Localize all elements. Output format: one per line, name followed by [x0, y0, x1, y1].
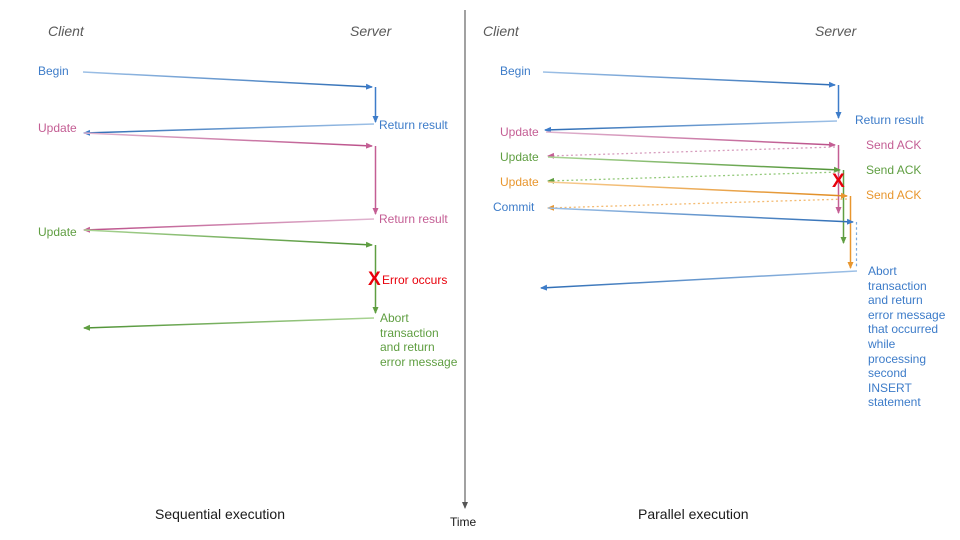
left-label-begin: Begin [38, 64, 69, 78]
right-label-return-result: Return result [855, 113, 924, 127]
right-panel-arrows [540, 71, 858, 291]
time-axis-label: Time [450, 515, 477, 529]
left-label-update-1: Update [38, 121, 77, 135]
right-label-send-ack-2: Send ACK [866, 163, 922, 177]
left-label-abort-message: Abort transaction and return error messa… [380, 311, 458, 369]
arrow-update-3 [547, 181, 848, 199]
right-label-send-ack-3: Send ACK [866, 188, 922, 202]
arrow-send-ack-2 [547, 171, 841, 184]
arrow-send-ack-3 [547, 198, 848, 211]
left-label-return-result-1: Return result [379, 118, 448, 132]
arrow-commit [547, 207, 854, 225]
left-panel-arrows [82, 71, 379, 331]
arrow-return-result-2 [83, 218, 375, 233]
arrow-update-1 [545, 131, 836, 148]
left-actor-server: Server [350, 23, 392, 39]
left-label-update-2: Update [38, 225, 77, 239]
right-panel-caption: Parallel execution [638, 506, 749, 522]
right-actor-server: Server [815, 23, 857, 39]
arrow-send-ack-1 [547, 146, 836, 159]
arrow-begin [542, 71, 836, 88]
arrow-return-result-1 [83, 123, 375, 136]
right-label-update-3: Update [500, 175, 539, 189]
right-label-update-2: Update [500, 150, 539, 164]
left-panel-caption: Sequential execution [155, 506, 285, 522]
right-label-commit: Commit [493, 200, 535, 214]
right-label-update-1: Update [500, 125, 539, 139]
right-label-begin: Begin [500, 64, 531, 78]
right-actor-client: Client [483, 23, 519, 39]
arrow-abort [540, 270, 858, 291]
left-actor-client: Client [48, 23, 84, 39]
arrow-return-result [544, 120, 838, 133]
arrow-update-1 [83, 132, 373, 149]
error-marker-icon: X [832, 171, 845, 192]
arrow-update-2 [547, 156, 841, 173]
arrow-begin [82, 71, 373, 90]
left-label-return-result-2: Return result [379, 212, 448, 226]
right-label-send-ack-1: Send ACK [866, 138, 922, 152]
left-label-error-occurs: Error occurs [382, 273, 448, 287]
arrow-update-2 [83, 229, 373, 248]
right-label-abort-message: Abort transaction and return error messa… [868, 264, 946, 410]
arrow-abort [83, 317, 375, 331]
error-marker-icon: X [368, 269, 381, 290]
